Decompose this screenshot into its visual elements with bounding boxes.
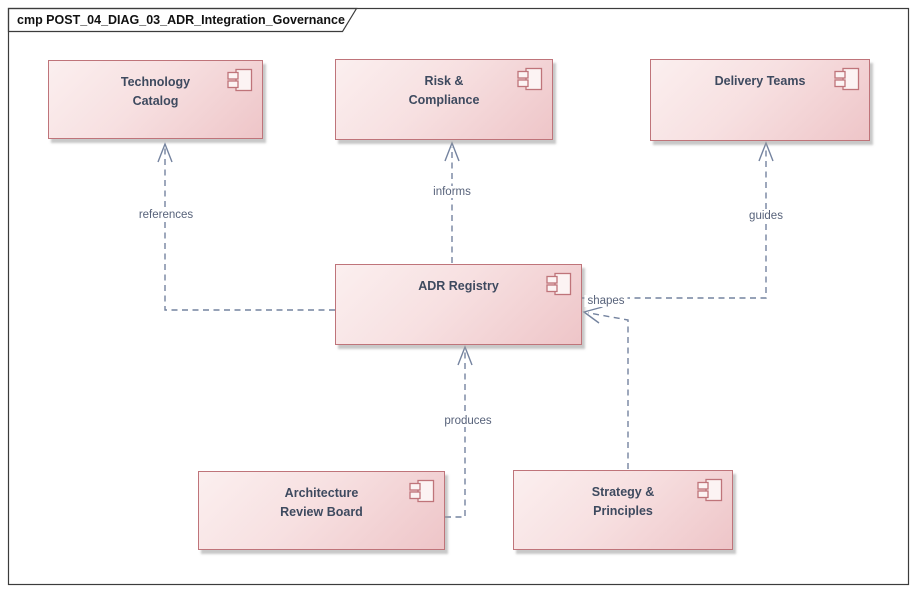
open-arrowhead-icon (444, 141, 460, 162)
uml-component-icon (546, 272, 572, 296)
uml-component-icon (227, 68, 253, 92)
connector-label-guides[interactable]: guides (746, 210, 786, 222)
component-label: Strategy & Principles (591, 485, 655, 518)
component-label: Technology Catalog (120, 75, 191, 108)
connector-label-informs[interactable]: informs (430, 186, 474, 198)
connector-informs[interactable] (444, 141, 460, 263)
connector-produces[interactable] (445, 345, 473, 518)
component-label: Delivery Teams (714, 74, 806, 88)
connector-label-produces[interactable]: produces (441, 415, 495, 427)
frame-title: cmp POST_04_DIAG_03_ADR_Integration_Gove… (17, 13, 345, 27)
open-arrowhead-icon (582, 306, 603, 324)
component-label: Risk & Compliance (408, 74, 480, 107)
uml-component-icon (834, 67, 860, 91)
component-risk-compliance[interactable]: Risk & Compliance (335, 59, 553, 140)
component-architecture-review-board[interactable]: Architecture Review Board (198, 471, 445, 550)
component-strategy-principles[interactable]: Strategy & Principles (513, 470, 733, 550)
component-delivery-teams[interactable]: Delivery Teams (650, 59, 870, 141)
connector-references[interactable] (157, 142, 335, 311)
uml-component-icon (697, 478, 723, 502)
connector-guides[interactable] (582, 141, 774, 299)
uml-component-icon (409, 479, 435, 503)
open-arrowhead-icon (758, 141, 774, 162)
component-technology-catalog[interactable]: Technology Catalog (48, 60, 263, 139)
diagram-frame-border (7, 7, 910, 586)
connector-label-references[interactable]: references (135, 209, 197, 221)
open-arrowhead-icon (457, 345, 473, 366)
connector-label-shapes[interactable]: shapes (584, 295, 628, 307)
connector-shapes[interactable] (582, 306, 629, 469)
open-arrowhead-icon (157, 142, 173, 163)
frame-title-tab (7, 7, 358, 33)
component-adr-registry[interactable]: ADR Registry (335, 264, 582, 345)
component-label: ADR Registry (418, 279, 499, 293)
uml-component-icon (517, 67, 543, 91)
component-label: Architecture Review Board (280, 486, 363, 519)
